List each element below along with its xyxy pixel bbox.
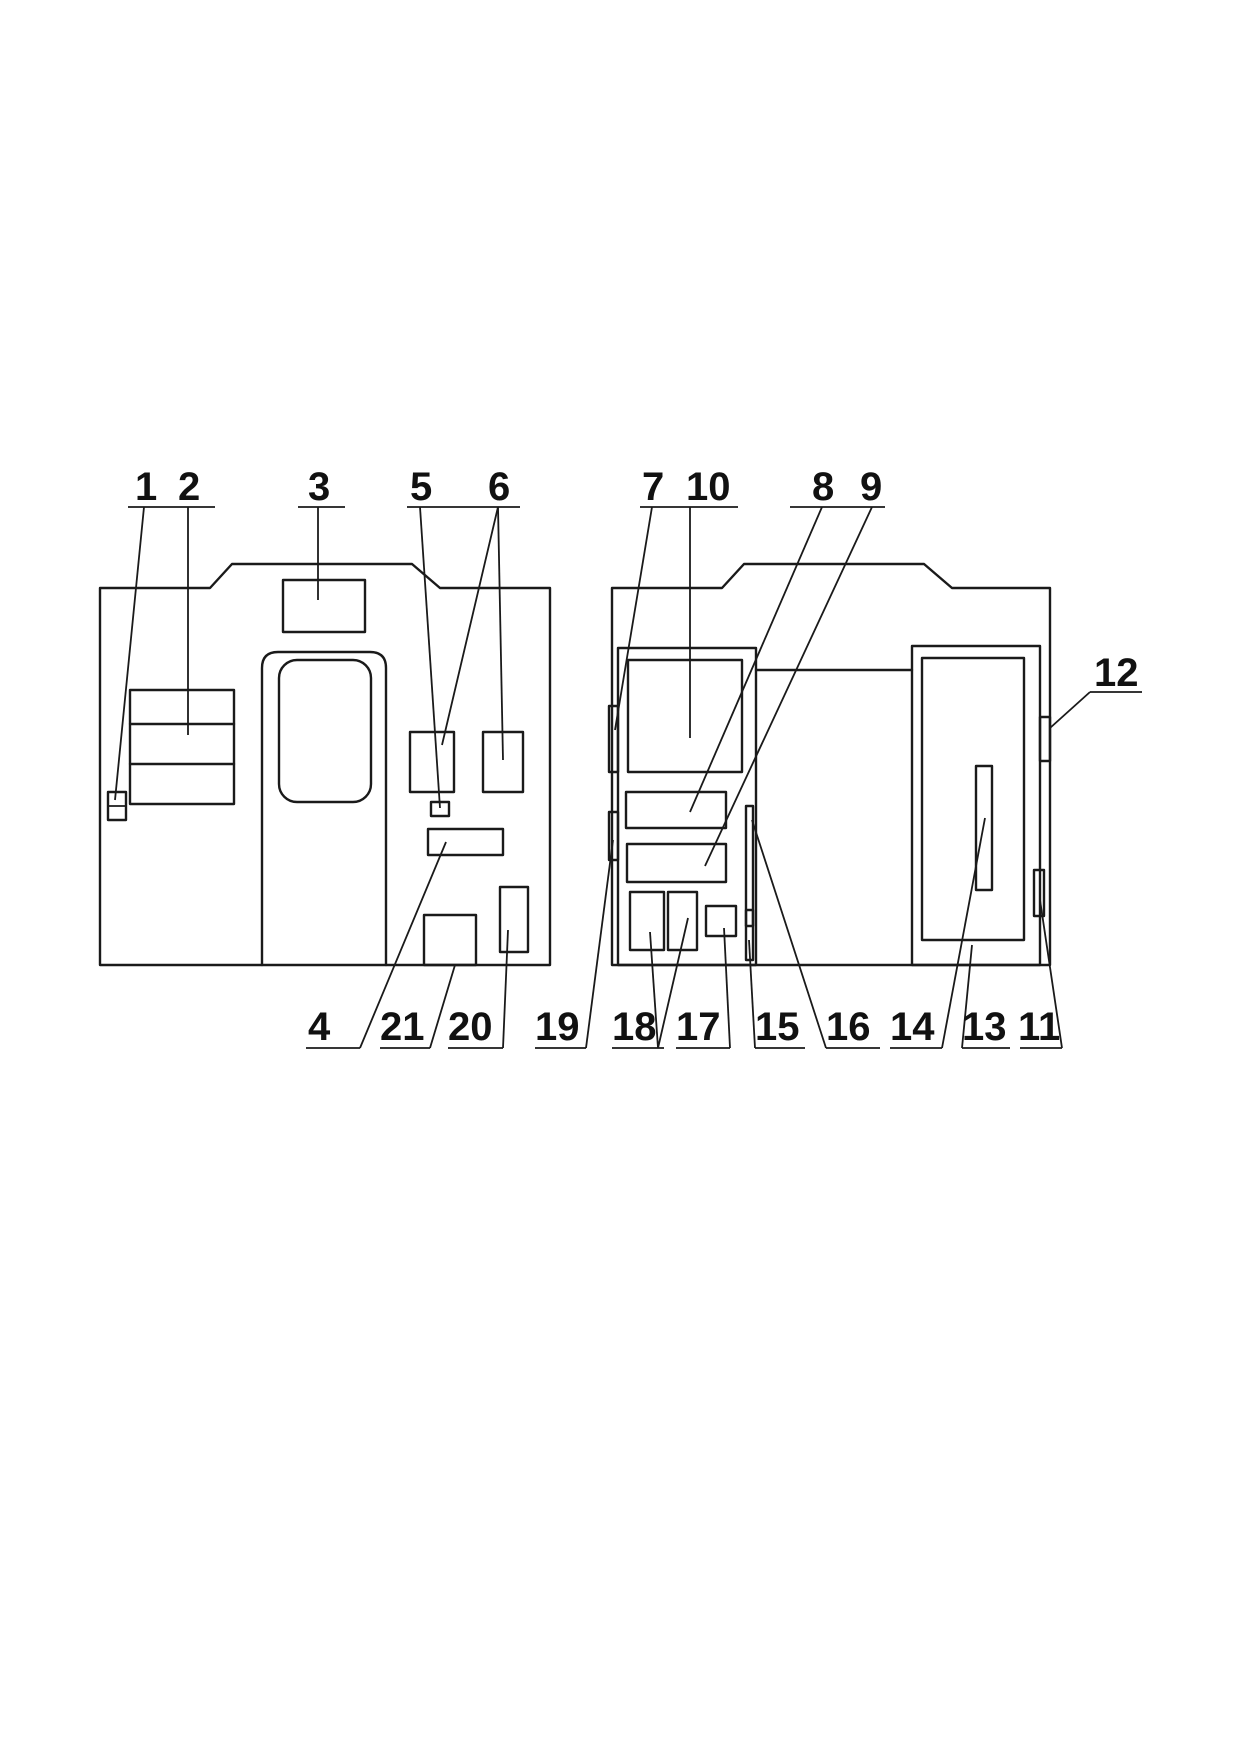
box-9 bbox=[625, 842, 728, 884]
label-15: 15 bbox=[755, 1005, 800, 1049]
leader-7 bbox=[614, 506, 653, 731]
label-3: 3 bbox=[308, 465, 330, 509]
handle-14 bbox=[974, 764, 994, 892]
right-panel bbox=[607, 562, 1052, 967]
left-panel bbox=[98, 562, 552, 967]
leader-14 bbox=[941, 817, 986, 1049]
label-20: 20 bbox=[448, 1005, 493, 1049]
leader-17 bbox=[723, 927, 731, 1049]
box-2 bbox=[128, 688, 236, 806]
strip-19a bbox=[607, 704, 620, 774]
box-6a bbox=[408, 730, 456, 794]
label-11: 11 bbox=[1018, 1005, 1060, 1049]
box-4 bbox=[426, 827, 505, 857]
label-12: 12 bbox=[1094, 651, 1139, 695]
label-4: 4 bbox=[308, 1005, 331, 1049]
leader-1 bbox=[114, 506, 145, 801]
box-18a bbox=[628, 890, 666, 952]
leader-5 bbox=[419, 506, 441, 809]
label-14: 14 bbox=[890, 1005, 935, 1049]
label-18: 18 bbox=[612, 1005, 657, 1049]
leader-9 bbox=[704, 506, 873, 867]
label-19: 19 bbox=[535, 1005, 580, 1049]
labels: 1 2 3 5 6 7 10 8 9 12 4 21 20 19 18 17 1… bbox=[135, 465, 1139, 1049]
label-9: 9 bbox=[860, 465, 882, 509]
label-13: 13 bbox=[962, 1005, 1007, 1049]
box-10 bbox=[626, 658, 744, 774]
box-3 bbox=[281, 578, 367, 634]
label-8: 8 bbox=[812, 465, 834, 509]
leader-8 bbox=[689, 506, 823, 813]
hinge-11 bbox=[1032, 868, 1046, 918]
leader-18b bbox=[657, 917, 689, 1049]
leader-4 bbox=[359, 841, 447, 1049]
cabinet bbox=[616, 646, 758, 967]
leader-13 bbox=[961, 944, 973, 1049]
leader-15 bbox=[748, 939, 756, 1049]
label-7: 7 bbox=[642, 465, 664, 509]
label-1: 1 bbox=[135, 465, 157, 509]
leader-21 bbox=[429, 964, 456, 1049]
leader-6b bbox=[497, 506, 504, 761]
leader-16 bbox=[751, 819, 827, 1049]
right-panel-outline bbox=[610, 562, 1052, 967]
box-18b bbox=[666, 890, 699, 952]
box-8 bbox=[624, 790, 728, 830]
leader-18a bbox=[649, 931, 659, 1049]
box-21 bbox=[422, 913, 478, 967]
leader-6a bbox=[441, 506, 499, 746]
strip-19b bbox=[607, 810, 620, 862]
label-5: 5 bbox=[410, 465, 432, 509]
strip-16 bbox=[744, 804, 755, 928]
leader-19 bbox=[585, 839, 614, 1049]
label-2: 2 bbox=[178, 465, 200, 509]
label-16: 16 bbox=[826, 1005, 871, 1049]
hinge-12 bbox=[1038, 715, 1052, 763]
box-13-inner bbox=[920, 656, 1026, 942]
door bbox=[260, 650, 388, 967]
label-6: 6 bbox=[488, 465, 510, 509]
label-17: 17 bbox=[676, 1005, 721, 1049]
box-20 bbox=[498, 885, 530, 954]
label-10: 10 bbox=[686, 465, 731, 509]
label-21: 21 bbox=[380, 1005, 425, 1049]
leader-12 bbox=[1049, 691, 1091, 729]
box-13 bbox=[910, 644, 1042, 967]
leader-20 bbox=[502, 929, 509, 1049]
leader-lines bbox=[114, 506, 1142, 1049]
door-window bbox=[277, 658, 373, 804]
leader-11 bbox=[1039, 899, 1063, 1049]
box-17 bbox=[704, 904, 738, 938]
